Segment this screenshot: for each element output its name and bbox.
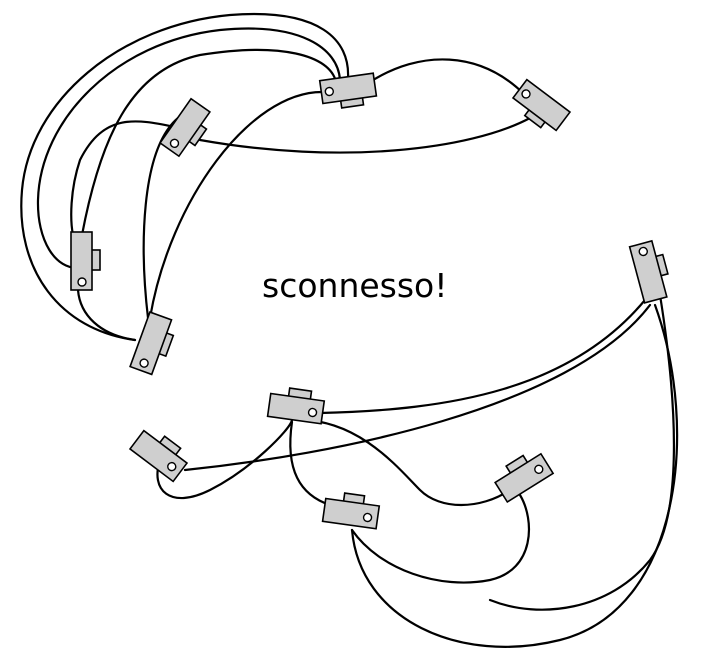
cable xyxy=(70,120,182,237)
cable xyxy=(76,288,137,342)
cable-plug-icon xyxy=(70,231,101,291)
cable xyxy=(488,293,676,611)
cable-plug-icon xyxy=(128,429,189,483)
cable-plug-icon xyxy=(511,78,572,132)
lower-cable-group xyxy=(156,293,679,648)
cable xyxy=(148,90,324,320)
cable xyxy=(298,418,512,506)
cable xyxy=(350,303,679,648)
cable xyxy=(318,298,647,415)
cable xyxy=(80,48,338,237)
cable-plug-icon xyxy=(158,97,212,158)
cable-plug-icon xyxy=(494,452,555,504)
cable-plug-icon xyxy=(321,492,381,530)
cable xyxy=(142,116,180,320)
cable xyxy=(350,493,530,584)
cable xyxy=(368,58,527,97)
cable-plug-icon xyxy=(628,239,669,304)
cable-plug-icon xyxy=(266,387,326,425)
cable-plug-icon xyxy=(129,311,175,376)
cable xyxy=(20,12,350,342)
cable xyxy=(183,303,652,472)
cable-plug-icon xyxy=(318,72,378,109)
upper-cable-group xyxy=(20,12,532,342)
cable xyxy=(156,418,294,500)
disconnected-caption: sconnesso! xyxy=(262,266,447,305)
cable xyxy=(36,27,342,270)
cable xyxy=(289,420,332,507)
cable xyxy=(198,116,532,154)
